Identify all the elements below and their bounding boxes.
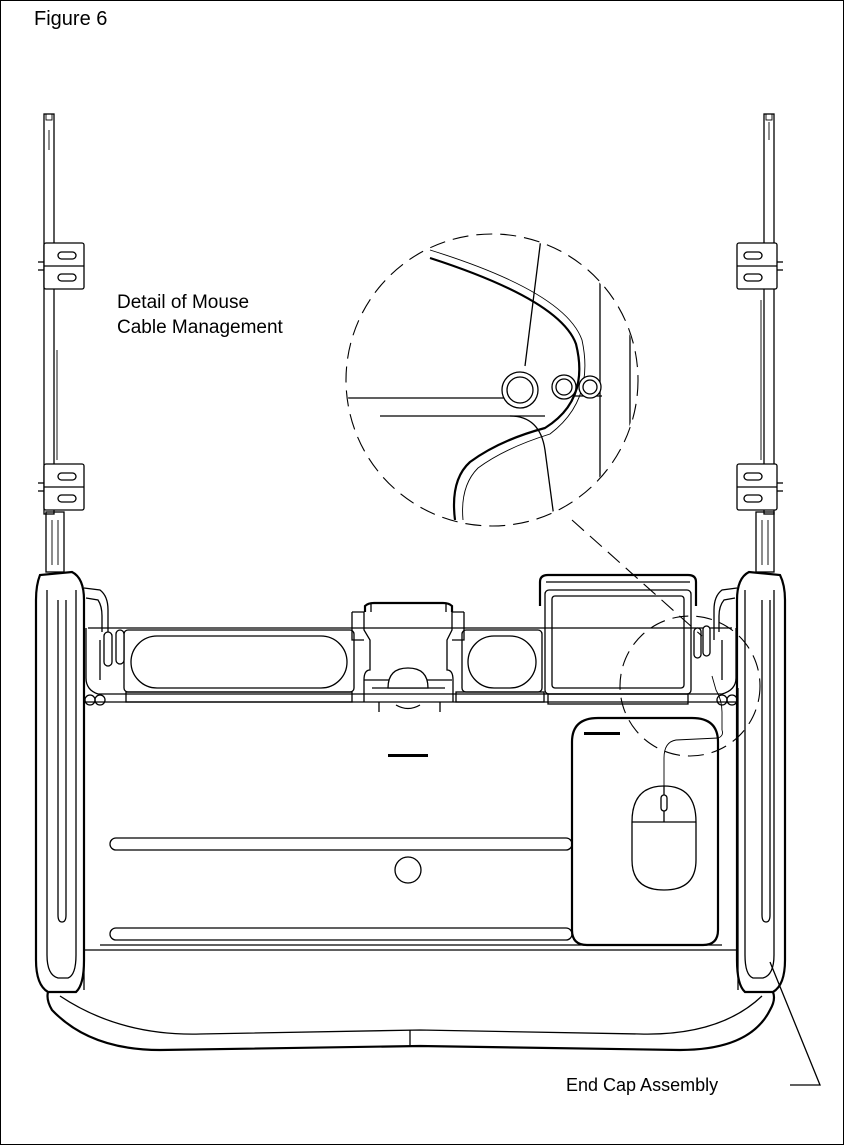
detail-leader-line: [571, 519, 703, 637]
figure-title: Figure 6: [34, 8, 108, 30]
right-end-cap: [713, 570, 787, 994]
left-upper-bracket: [38, 242, 85, 290]
left-compartment: [84, 629, 355, 706]
detail-magnified-view: [345, 233, 639, 527]
mouse-platform-box: [538, 573, 738, 706]
keyboard-tray: [46, 627, 776, 1052]
mouse-pad: [570, 716, 720, 947]
right-lower-bracket: [736, 463, 783, 511]
end-cap-leader-line: [769, 961, 821, 1086]
left-lower-bracket: [38, 463, 85, 511]
mouse-icon: [631, 675, 723, 891]
brand-logo-mouse-pad: [584, 732, 620, 735]
center-clip: [351, 601, 465, 712]
detail-callout-small: [619, 615, 761, 757]
right-compartment: [455, 629, 545, 703]
left-end-cap: [34, 570, 109, 994]
end-cap-label: End Cap Assembly: [566, 1075, 719, 1095]
detail-label-line2: Cable Management: [117, 317, 283, 338]
brand-logo-tray: [388, 754, 428, 757]
left-mounting-rail: [43, 113, 65, 573]
detail-label-line1: Detail of Mouse: [117, 292, 250, 313]
right-upper-bracket: [736, 242, 783, 290]
right-mounting-rail: [755, 113, 775, 573]
tray-slots: [109, 837, 573, 941]
